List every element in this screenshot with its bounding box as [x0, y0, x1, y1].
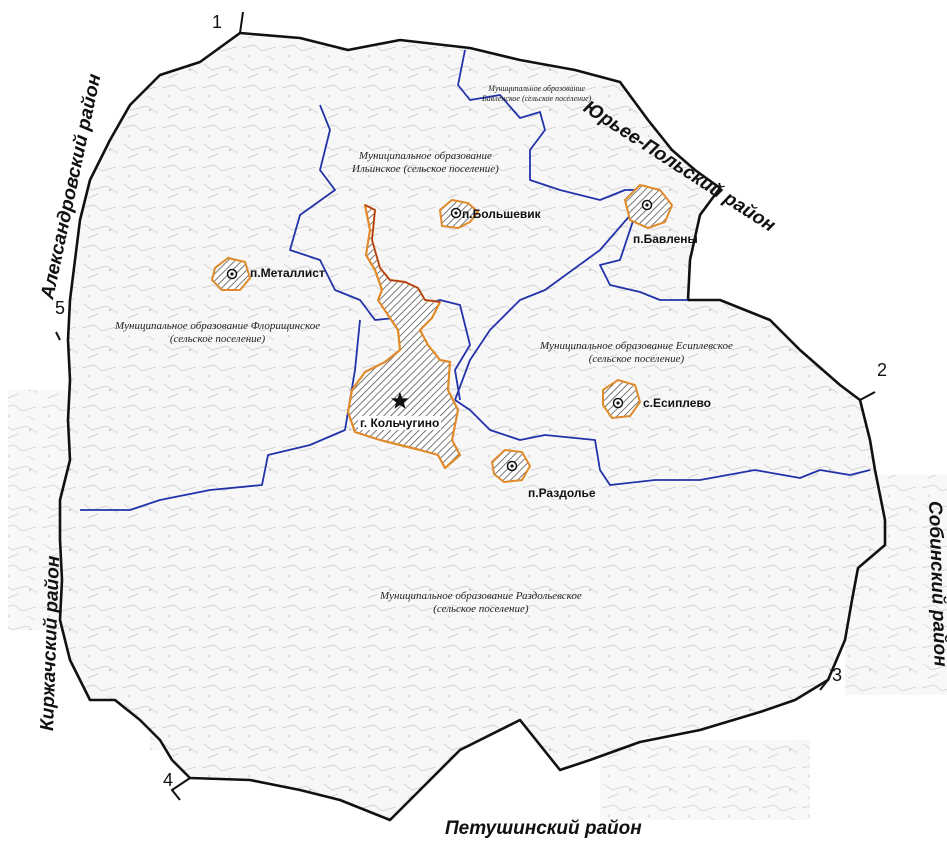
- settlement-label-bolshevik: п.Большевик: [462, 207, 541, 221]
- boundary-point-4: 4: [163, 770, 174, 790]
- neighbor-district-petushki: Петушинский район: [445, 818, 642, 839]
- settlement-kolchugino-area: [346, 203, 462, 470]
- municipality-razdolevskoe-label: Муниципальное образование Раздольевское …: [380, 590, 582, 615]
- settlement-label-kolchugino: г. Кольчугино: [358, 416, 442, 430]
- capital-star-icon: [391, 392, 409, 409]
- settlement-esiplevo: [602, 378, 642, 420]
- district-area: [58, 31, 887, 822]
- boundary-point-3: 3: [832, 665, 843, 685]
- municipality-esiplevskoe-label: Муниципальное образование Есиплевское (с…: [540, 340, 733, 365]
- municipality-ilinskoe-label: Муниципальное образование Ильинское (сел…: [352, 150, 499, 175]
- settlement-label-metallist: п.Металлист: [250, 266, 325, 280]
- boundary-point-2: 2: [877, 360, 888, 380]
- settlement-label-razdolye: п.Раздолье: [528, 486, 596, 500]
- municipality-bavlenskoe-label: Муниципальное образование Бавленское (се…: [482, 84, 592, 103]
- district-boundary-ticks: [55, 11, 876, 801]
- settlement-bolshevik: [438, 198, 480, 230]
- settlement-metallist: [210, 256, 252, 291]
- settlement-razdolye: [490, 448, 532, 484]
- boundary-point-1: 1: [212, 12, 223, 32]
- settlement-label-esiplevo: с.Есиплево: [643, 396, 711, 410]
- boundary-point-5: 5: [55, 298, 66, 318]
- settlement-label-bavleny: п.Бавлены: [633, 232, 698, 246]
- settlement-bavleny: [623, 183, 674, 230]
- municipality-florishchinskoe-label: Муниципальное образование Флорищинское (…: [115, 320, 321, 345]
